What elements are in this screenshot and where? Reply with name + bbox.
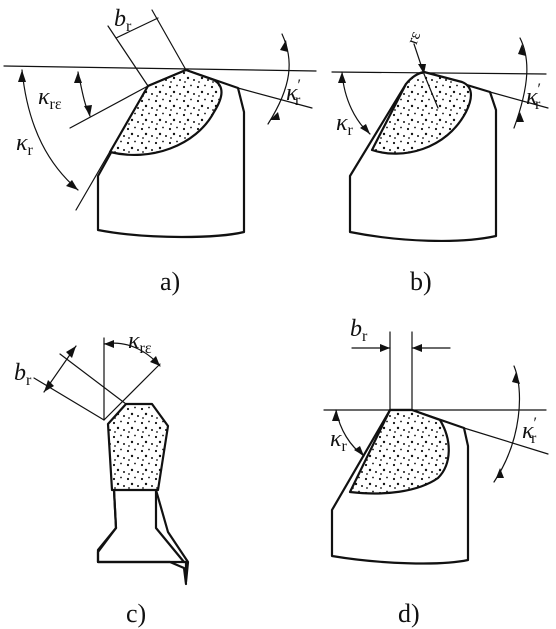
arrow-kappa-r-prime-bottom-b — [516, 112, 524, 122]
kappa-r-prime-arc-d — [493, 365, 521, 483]
arrow-br-2-d — [412, 344, 422, 352]
arrow-kappa-re-1-c — [104, 340, 114, 348]
panel-d: br κr κ′r d) — [323, 316, 549, 628]
arrow-kappa-r-prime-top-b — [518, 44, 526, 56]
label-kappa-r-prime-d: κ′r — [522, 415, 537, 447]
nose-radius-leader-b — [423, 73, 439, 109]
panel-b: rε κr κ′r b) — [331, 29, 549, 296]
arrow-kappa-r-bottom-a — [66, 180, 78, 190]
kappa-r-prime-arc-b — [513, 37, 528, 129]
chamfer-line-c — [33, 377, 105, 421]
label-r-eps-b: rε — [404, 29, 424, 46]
major-edge-extension-a — [75, 85, 149, 211]
arrow-kappa-r-prime-bottom-a — [270, 112, 280, 120]
panel-c: br κrε c) — [14, 328, 190, 628]
br-extension-1-a — [107, 25, 149, 87]
arrow-nose-radius-b — [418, 64, 426, 74]
arrow-kappa-r-bottom-b — [360, 124, 370, 134]
reference-line-b — [331, 71, 547, 75]
caption-b: b) — [410, 267, 432, 296]
tool-body-b — [348, 70, 498, 243]
br-extension-2-a — [151, 9, 187, 71]
minor-edge-extension-b — [489, 91, 549, 109]
chamfer-line-2-c — [59, 353, 127, 405]
arrow-kappa-r-prime-top-a — [280, 40, 288, 52]
arrow-kappa-r-top-a — [18, 70, 26, 82]
label-kappa-r-prime-b: κ′r — [526, 81, 541, 113]
arrow-kappa-r-prime-bottom-d — [496, 468, 504, 478]
arrow-br-1-c — [44, 380, 54, 392]
minor-edge-extension-a — [237, 87, 313, 109]
label-b-r-a: br — [114, 6, 132, 35]
label-kappa-re-c: κrε — [128, 328, 152, 357]
label-kappa-re-a: κrε — [38, 84, 62, 113]
insert-d-stipple — [350, 410, 449, 494]
arrow-kappa-r-top-d — [332, 410, 340, 421]
minor-edge-extension-d — [463, 427, 549, 455]
insert-a-stipple — [110, 70, 222, 155]
arrow-br-1-d — [380, 344, 390, 352]
arrow-kappa-r-top-b — [338, 72, 346, 83]
kappa-r-arc-a — [21, 69, 79, 191]
chamfer-extension-a — [69, 85, 149, 129]
label-kappa-r-a: κr — [16, 130, 34, 159]
caption-d: d) — [398, 599, 420, 628]
caption-c: c) — [126, 599, 146, 628]
arrow-kappa-re-bottom-a — [84, 105, 92, 116]
chamfer-angle-line-c — [103, 363, 161, 421]
label-kappa-r-prime-a: κ′r — [286, 77, 301, 109]
reference-line-a — [3, 65, 317, 72]
arrow-kappa-r-bottom-d — [354, 446, 364, 456]
arrow-br-2-c — [66, 346, 76, 358]
br-dimension-line-a — [115, 17, 159, 39]
label-b-r-c: br — [14, 360, 32, 389]
panel-a: br κrε κr κ′r a) — [3, 6, 317, 296]
arrow-kappa-r-prime-top-d — [512, 372, 520, 384]
label-kappa-r-b: κr — [336, 110, 354, 139]
insert-c-stipple — [108, 404, 168, 490]
tool-body-a — [96, 68, 246, 239]
shank-c — [96, 488, 190, 584]
arrow-kappa-re-2-c — [150, 356, 160, 366]
arrow-kappa-re-top-a — [74, 72, 82, 83]
shank-outline-c — [96, 488, 188, 586]
label-b-r-d: br — [350, 316, 368, 345]
label-kappa-r-d: κr — [330, 426, 348, 455]
caption-a: a) — [160, 267, 180, 296]
tool-body-d — [330, 408, 470, 565]
insert-b-stipple — [372, 72, 471, 154]
